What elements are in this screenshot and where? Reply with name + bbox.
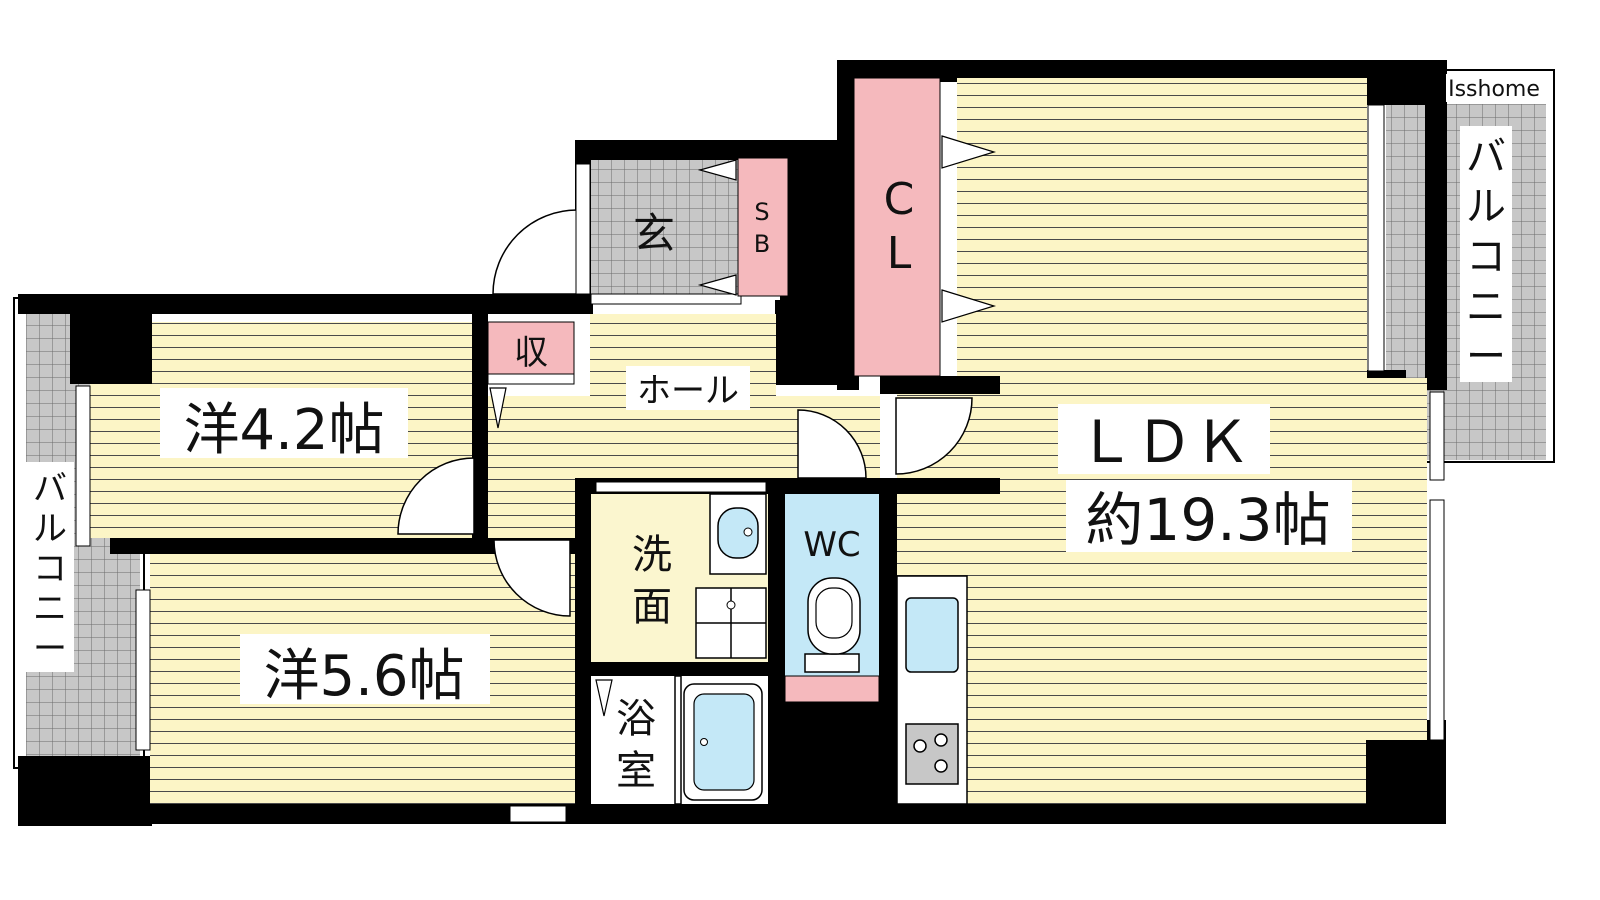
windows	[75, 104, 1445, 823]
balcony-right-char-4: ニ	[1466, 284, 1506, 330]
room-divider-wall	[110, 538, 580, 554]
closet	[853, 77, 941, 377]
ldk-divider-wall	[880, 376, 1000, 394]
doors	[397, 209, 973, 617]
ldk-corner-wall	[1366, 740, 1432, 804]
washroom-label-2: 面	[632, 584, 672, 630]
balcony-left-char-1: バ	[33, 469, 67, 509]
storage-base	[487, 373, 575, 385]
ldk-size-label: 約19.3帖	[1085, 486, 1330, 554]
bath-label-2: 室	[616, 748, 656, 794]
watermark: Isshome	[1448, 77, 1540, 102]
closet-doors	[489, 135, 997, 717]
hall-floor-corridor	[488, 478, 578, 538]
closet-label-c: C	[884, 174, 915, 225]
balcony-right-char-3: コ	[1466, 234, 1506, 280]
western-a-label: 洋4.2帖	[183, 398, 384, 463]
balcony-left-char-2: ル	[33, 509, 67, 549]
western-b-label: 洋5.6帖	[263, 644, 464, 709]
toilet-step	[784, 675, 880, 703]
toilet-seat	[815, 587, 853, 639]
balcony-right-char-2: ル	[1466, 184, 1506, 230]
toilet-label: WC	[803, 525, 860, 565]
balcony-left-char-4: ニ	[33, 589, 67, 629]
washroom-top-rail	[595, 481, 767, 493]
hall-label: ホール	[637, 371, 739, 411]
kitchen-stove	[905, 723, 959, 785]
vanity-drain	[743, 527, 753, 537]
storage-closet	[487, 321, 575, 375]
western-a-right-wall	[472, 314, 488, 540]
genkan-label: 玄	[633, 209, 675, 258]
burner-1	[913, 739, 927, 753]
pan-drain	[726, 600, 736, 610]
shoe-box-label-s: S	[754, 198, 769, 226]
ldk-divider-wall-2	[880, 478, 1000, 494]
burner-3	[934, 759, 948, 773]
bath-label-1: 浴	[616, 696, 656, 742]
storage-label: 収	[514, 333, 548, 373]
shoe-box-label-b: B	[754, 230, 770, 258]
balcony-left-char-5: ー	[33, 629, 67, 669]
toilet-tank	[804, 653, 860, 673]
bathtub-water	[693, 693, 755, 791]
bath-divider	[674, 675, 682, 805]
washroom-label-1: 洗	[632, 532, 672, 578]
shoe-box	[737, 157, 789, 297]
closet-label-l: L	[887, 228, 912, 279]
genkan-step	[590, 293, 742, 305]
balcony-right-char-1: バ	[1466, 134, 1506, 180]
balcony-right-char-5: ー	[1466, 334, 1506, 380]
western-a-notch	[76, 314, 152, 384]
label-backgrounds	[26, 74, 1542, 704]
ldk-title-label: ＬＤＫ	[1077, 408, 1251, 476]
genkan-floor	[591, 160, 741, 296]
kitchen-sink	[905, 597, 959, 673]
balcony-left-char-3: コ	[33, 549, 67, 589]
vanity-sink	[717, 507, 759, 559]
bath-top-wall	[591, 662, 768, 676]
bathtub-drain	[700, 738, 708, 746]
ldk-floor-upper	[957, 78, 1367, 378]
burner-2	[934, 733, 948, 747]
